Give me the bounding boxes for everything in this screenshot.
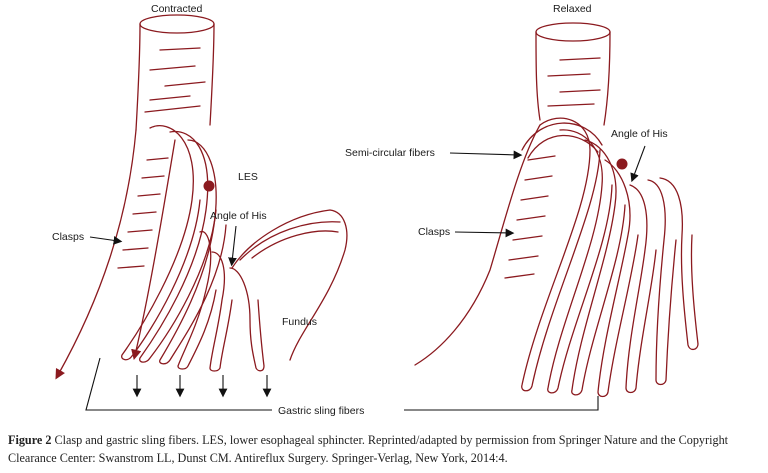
fundus-label: Fundus xyxy=(282,316,317,328)
relaxed-outer-contour xyxy=(414,124,541,366)
caption-text: Clasp and gastric sling fibers. LES, low… xyxy=(8,433,729,465)
gastric-sling-bracket: Gastric sling fibers xyxy=(85,357,599,417)
figure-label: Figure 2 xyxy=(8,433,52,447)
angle-of-his-pointer-right xyxy=(630,145,646,183)
esophagus-rings-relaxed xyxy=(547,57,601,107)
angle-of-his-pointer-left xyxy=(228,225,237,267)
sling-pull-arrows xyxy=(132,375,272,398)
contracted-title: Contracted xyxy=(151,3,203,15)
sling-fibers-left xyxy=(121,125,265,372)
clasp-inner-arrow xyxy=(131,139,176,361)
esophagus-rings xyxy=(144,47,206,113)
contracted-panel: Contracted xyxy=(52,3,348,398)
esophagus-relaxed xyxy=(535,22,611,126)
les-dot-right xyxy=(616,158,628,170)
semi-circular-label: Semi-circular fibers xyxy=(345,147,435,159)
clasps-label-left: Clasps xyxy=(52,231,84,243)
relaxed-panel: Relaxed xyxy=(345,3,699,398)
angle-of-his-label-left: Angle of His xyxy=(210,210,267,222)
figure-caption: Figure 2 Clasp and gastric sling fibers.… xyxy=(8,431,760,467)
clasp-outer-arrow xyxy=(55,129,137,380)
les-label: LES xyxy=(238,171,258,183)
sling-fibers-right xyxy=(521,117,699,398)
gastric-sling-label: Gastric sling fibers xyxy=(278,405,364,417)
semi-circular-pointer xyxy=(449,150,523,160)
clasps-pointer-left xyxy=(89,236,123,245)
fundus-outline xyxy=(231,209,348,361)
clasps-label-right: Clasps xyxy=(418,226,450,238)
relaxed-title: Relaxed xyxy=(553,3,592,15)
semi-circular-fibers xyxy=(521,122,603,159)
clasp-fibers-right xyxy=(504,155,556,279)
clasps-pointer-right xyxy=(454,228,515,238)
les-dot-left xyxy=(203,180,215,192)
angle-of-his-label-right: Angle of His xyxy=(611,128,668,140)
clasp-fibers-left xyxy=(117,157,169,269)
esophagus-contracted xyxy=(135,14,215,131)
